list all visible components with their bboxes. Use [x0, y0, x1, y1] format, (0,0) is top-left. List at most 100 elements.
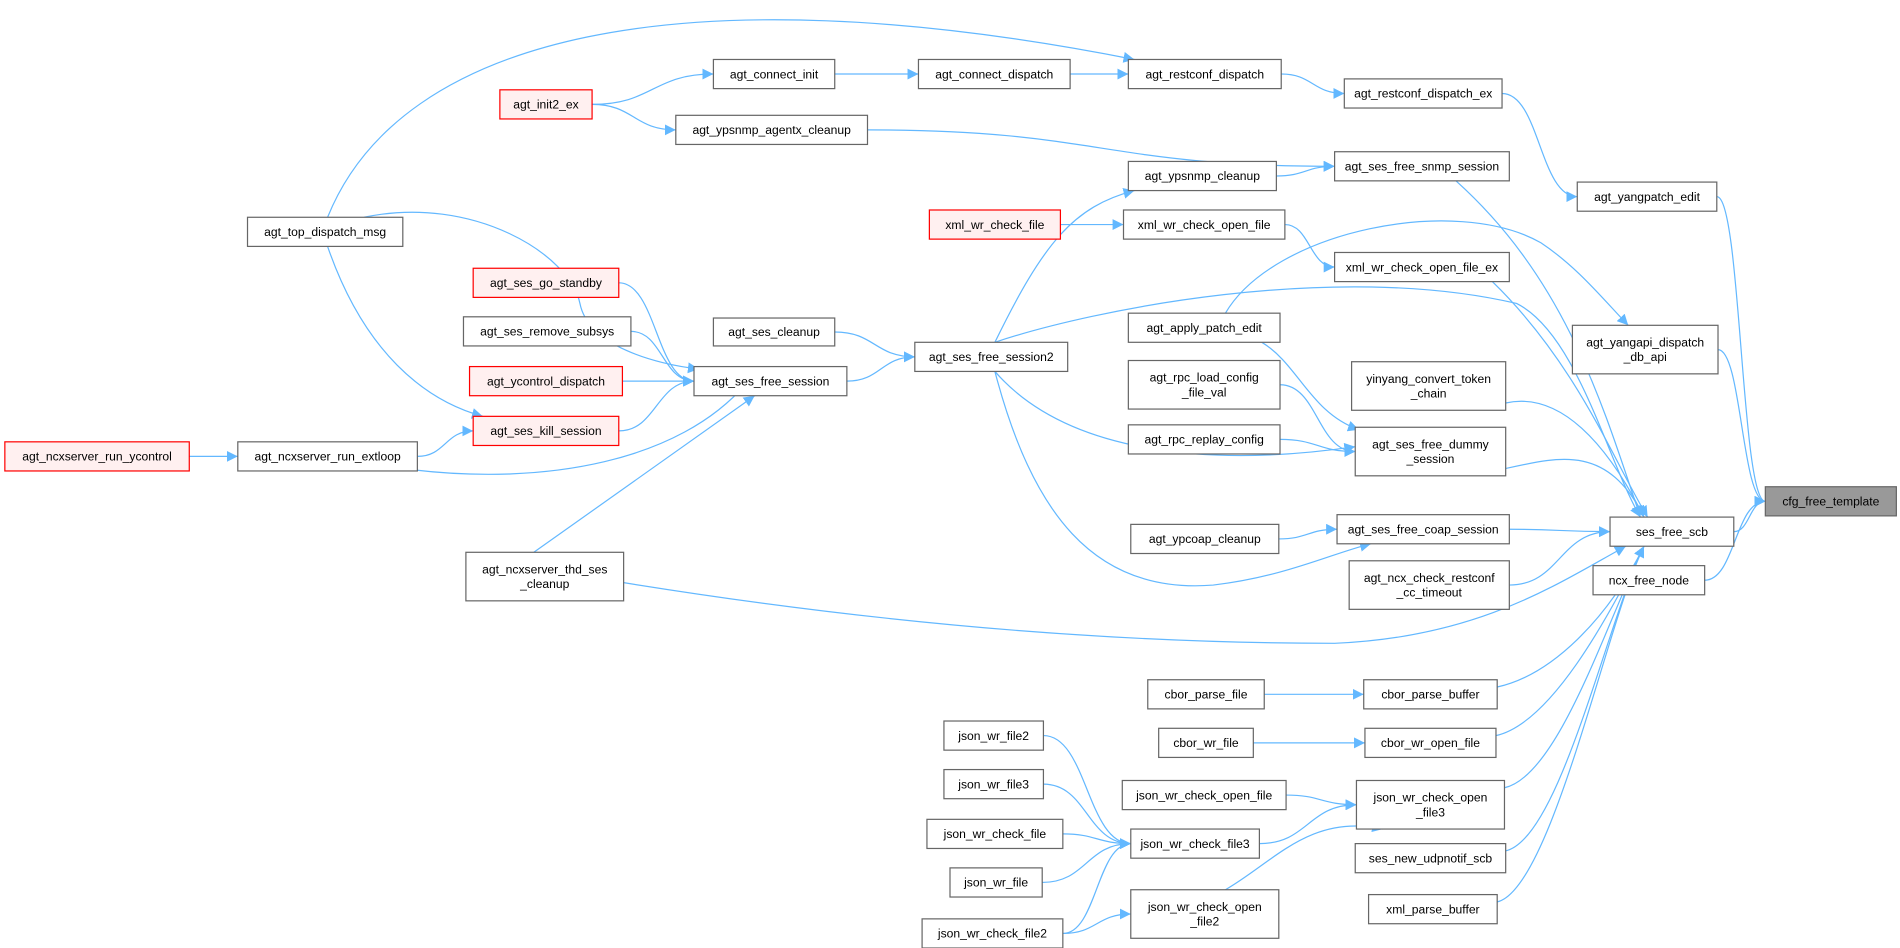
graph-node[interactable]: agt_ses_free_session2	[914, 341, 1069, 373]
node-box	[1609, 516, 1735, 547]
node-label: json_wr_check_file3	[1140, 837, 1250, 851]
graph-node[interactable]: agt_ycontrol_dispatch	[468, 365, 624, 397]
graph-node[interactable]: json_wr_check_file	[926, 818, 1064, 850]
node-label-line: agt_restconf_dispatch_ex	[1354, 87, 1492, 101]
graph-node[interactable]: json_wr_file	[949, 867, 1043, 898]
node-label-line: _chain	[1410, 387, 1447, 401]
graph-node[interactable]: agt_connect_dispatch	[917, 58, 1071, 90]
call-edge	[618, 282, 695, 387]
graph-node[interactable]: agt_rpc_load_config_file_val	[1127, 359, 1281, 410]
graph-node[interactable]: agt_yangpatch_edit	[1576, 181, 1718, 212]
graph-node[interactable]: ses_new_udpnotif_scb	[1354, 843, 1507, 874]
node-box	[917, 58, 1071, 90]
node-label-line: agt_ses_free_session2	[929, 350, 1054, 364]
call-edge	[1733, 495, 1766, 533]
graph-node[interactable]: agt_restconf_dispatch_ex	[1343, 78, 1503, 109]
graph-node[interactable]: json_wr_check_file3	[1130, 828, 1260, 859]
graph-node[interactable]: agt_connect_init	[712, 58, 836, 90]
node-label-line: agt_ses_kill_session	[490, 424, 601, 438]
graph-node[interactable]: agt_restconf_dispatch	[1127, 58, 1282, 90]
node-label-line: _file2	[1189, 915, 1219, 929]
call-edge	[327, 246, 484, 419]
graph-node[interactable]: agt_ncx_check_restconf_cc_timeout	[1348, 560, 1510, 610]
graph-node[interactable]: xml_wr_check_open_file_ex	[1334, 251, 1510, 283]
graph-node[interactable]: xml_parse_buffer	[1367, 893, 1498, 925]
graph-node[interactable]: agt_ses_free_snmp_session	[1334, 151, 1510, 182]
node-label: xml_wr_check_file	[945, 218, 1044, 232]
node-box	[499, 89, 593, 120]
node-label: cbor_wr_file	[1173, 736, 1239, 750]
node-label: agt_restconf_dispatch_ex	[1354, 87, 1492, 101]
node-label-line: agt_apply_patch_edit	[1147, 321, 1263, 335]
graph-node[interactable]: cfg_free_template	[1764, 486, 1897, 517]
node-label-line: _session	[1406, 452, 1455, 466]
graph-node[interactable]: agt_ses_cleanup	[712, 317, 836, 347]
node-box	[472, 415, 620, 447]
graph-node[interactable]: agt_rpc_replay_config	[1127, 424, 1281, 455]
node-box	[1130, 828, 1260, 859]
nodes-layer: cfg_free_template ses_free_scb ncx_free_no…	[4, 58, 1897, 948]
graph-node[interactable]: json_wr_check_open_file3	[1355, 779, 1506, 830]
graph-node[interactable]: agt_init2_ex	[499, 89, 593, 120]
graph-node[interactable]: json_wr_check_open_file2	[1130, 889, 1280, 939]
node-box	[1348, 560, 1510, 610]
graph-node[interactable]: ses_free_scb	[1609, 516, 1735, 547]
graph-node[interactable]: cbor_wr_file	[1158, 727, 1254, 759]
graph-node[interactable]: agt_ses_free_dummy_session	[1354, 426, 1507, 477]
call-edge	[1505, 458, 1645, 518]
graph-node[interactable]: agt_ses_go_standby	[472, 267, 620, 298]
node-label-line: json_wr_check_file3	[1140, 837, 1250, 851]
graph-node[interactable]: json_wr_file2	[943, 720, 1045, 751]
graph-node[interactable]: agt_ses_remove_subsys	[462, 316, 632, 347]
node-box	[1127, 160, 1277, 192]
node-box	[1158, 727, 1254, 759]
node-label-line: agt_ses_free_snmp_session	[1345, 160, 1499, 174]
graph-node[interactable]: agt_ses_kill_session	[472, 415, 620, 447]
node-label: agt_ses_free_session2	[929, 350, 1054, 364]
call-edge	[1224, 220, 1629, 326]
node-box	[914, 341, 1069, 373]
graph-node[interactable]: agt_yangapi_dispatch_db_api	[1571, 324, 1719, 375]
graph-node[interactable]: agt_ncxserver_run_extloop	[237, 441, 418, 472]
graph-node[interactable]: json_wr_file3	[943, 768, 1045, 800]
graph-node[interactable]: agt_ses_free_session	[693, 365, 848, 397]
graph-node[interactable]: agt_ncxserver_run_ycontrol	[4, 441, 190, 472]
node-label-line: _db_api	[1623, 350, 1667, 364]
node-box	[1127, 424, 1281, 455]
graph-node[interactable]: yinyang_convert_token_chain	[1350, 361, 1507, 411]
node-label: agt_ncx_check_restconf_cc_timeout	[1364, 571, 1495, 600]
graph-node[interactable]: xml_wr_check_file	[928, 209, 1062, 240]
graph-node[interactable]: agt_ypsnmp_agentx_cleanup	[675, 114, 869, 146]
graph-node[interactable]: agt_ypcoap_cleanup	[1130, 523, 1280, 555]
call-edge	[1259, 799, 1357, 845]
graph-node[interactable]: json_wr_check_file2	[921, 918, 1064, 948]
node-label-line: agt_ncx_check_restconf	[1364, 571, 1495, 585]
graph-node[interactable]: cbor_parse_buffer	[1363, 679, 1498, 710]
graph-node[interactable]: ncx_free_node	[1592, 565, 1706, 596]
node-label: json_wr_file2	[957, 729, 1029, 743]
node-label: agt_ncxserver_run_extloop	[254, 450, 400, 464]
node-box	[1350, 361, 1507, 411]
graph-node[interactable]: json_wr_check_open_file	[1121, 779, 1287, 811]
node-label: agt_ses_go_standby	[490, 276, 603, 290]
graph-node[interactable]: agt_ncxserver_thd_ses_cleanup	[465, 551, 625, 602]
graph-node[interactable]: agt_top_dispatch_msg	[246, 216, 404, 248]
node-label-line: cbor_parse_buffer	[1381, 688, 1479, 702]
node-label-line: agt_connect_dispatch	[935, 67, 1053, 81]
node-label-line: xml_wr_check_open_file	[1138, 218, 1271, 232]
node-label-line: _cleanup	[519, 577, 569, 591]
graph-node[interactable]: cbor_wr_open_file	[1364, 727, 1497, 759]
graph-node[interactable]: cbor_parse_file	[1147, 679, 1265, 710]
graph-node[interactable]: agt_ypsnmp_cleanup	[1127, 160, 1277, 192]
graph-node[interactable]: agt_apply_patch_edit	[1127, 312, 1281, 343]
node-label-line: agt_ses_remove_subsys	[480, 325, 614, 339]
graph-node[interactable]: xml_wr_check_open_file	[1122, 209, 1286, 240]
node-label-line: agt_init2_ex	[513, 98, 578, 112]
node-label-line: agt_ypsnmp_cleanup	[1145, 169, 1261, 183]
node-box	[943, 720, 1045, 751]
node-label-line: agt_ncxserver_thd_ses	[482, 563, 607, 577]
graph-node[interactable]: agt_ses_free_coap_session	[1336, 514, 1510, 545]
call-edge	[834, 331, 915, 363]
node-label: yinyang_convert_token_chain	[1366, 372, 1491, 401]
